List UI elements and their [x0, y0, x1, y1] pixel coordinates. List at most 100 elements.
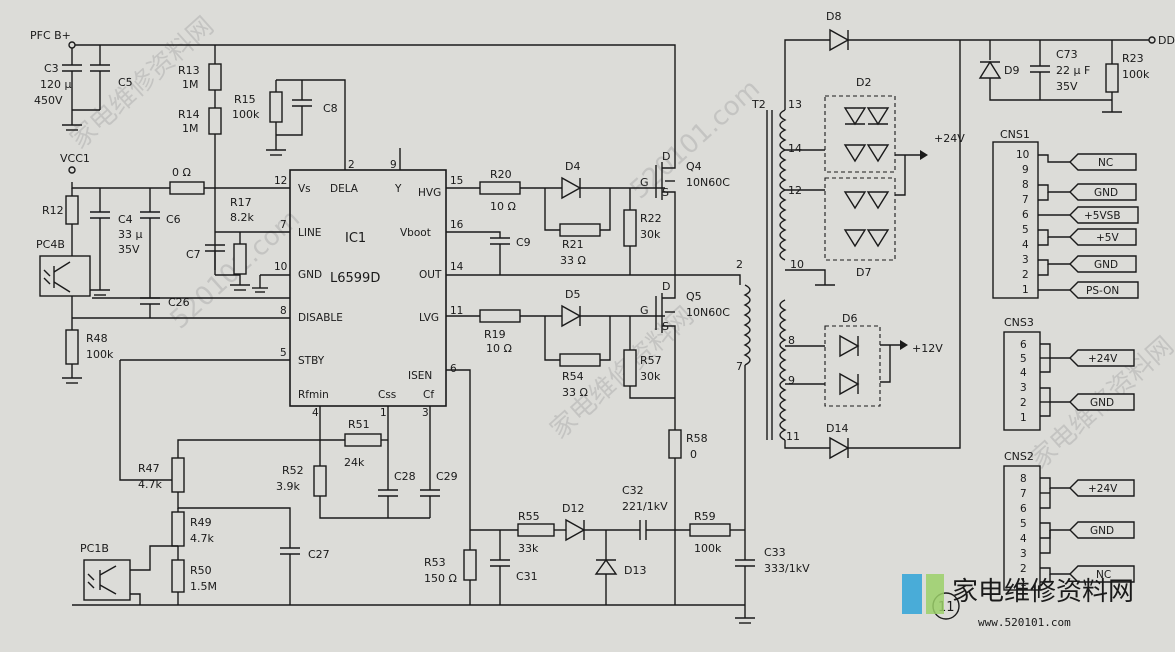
- r48-resistor: [62, 329, 82, 384]
- r55-value: 33k: [518, 542, 539, 555]
- label-24v: +24V: [934, 132, 965, 145]
- q5-mosfet: [655, 275, 676, 430]
- arrow-12v: [900, 340, 908, 350]
- cns1-pin: 8: [1022, 179, 1029, 191]
- pin-number: 16: [450, 219, 464, 231]
- ic-pin-isen: ISEN: [408, 370, 432, 382]
- r58-value: 0: [690, 448, 697, 461]
- r23-value: 100k: [1122, 68, 1150, 81]
- r23-label: R23: [1122, 52, 1144, 65]
- r50-label: R50: [190, 564, 212, 577]
- cns2-pin: 5: [1020, 518, 1027, 530]
- r19-label: R19: [484, 328, 506, 341]
- signal-tag: [1069, 565, 1135, 583]
- d5-label: D5: [565, 288, 580, 301]
- d2-label: D2: [856, 76, 871, 89]
- c3-label: C3: [44, 62, 59, 75]
- ic-left-pin-stubs: [119, 274, 290, 481]
- signal-tag: [1069, 393, 1135, 411]
- r20-label: R20: [490, 168, 512, 181]
- q4-gate-label: G: [640, 176, 649, 189]
- cns3-pin: 6: [1020, 339, 1027, 351]
- q4-mosfet: [655, 150, 676, 275]
- c26-label: C26: [168, 296, 190, 309]
- cns1-body: [992, 141, 1039, 299]
- ic-pin-dela: DELA: [330, 183, 359, 195]
- c4-voltage: 35V: [118, 243, 140, 256]
- cns3-body: [1003, 331, 1041, 431]
- ic-pin-out: OUT: [419, 269, 442, 281]
- pin-number: 1: [380, 407, 387, 419]
- ic1-label: IC1: [345, 231, 366, 246]
- cns1-pin: 6: [1022, 209, 1029, 221]
- r55-label: R55: [518, 510, 540, 523]
- d6-label: D6: [842, 312, 857, 325]
- cns1-pin: 10: [1016, 149, 1029, 161]
- r20-value: 10 Ω: [490, 200, 516, 213]
- cns1-title: CNS1: [1000, 128, 1030, 141]
- ic-pin-vboot: Vboot: [400, 227, 431, 239]
- r22-value: 30k: [640, 228, 661, 241]
- r54-label: R54: [562, 370, 584, 383]
- pin-number: 11: [450, 305, 463, 317]
- cns1-pin-numbers: 10 9 8 7 6 5 4 3 2 1: [1016, 149, 1029, 296]
- c3-capacitor: [62, 64, 82, 125]
- q4-label: Q4: [686, 160, 702, 173]
- cns2-pin: 6: [1020, 503, 1027, 515]
- signal-tag-text: GND: [1090, 525, 1114, 537]
- pin-number: 12: [274, 175, 287, 187]
- d13-label: D13: [624, 564, 646, 577]
- c4-value: 33 μ: [118, 228, 143, 241]
- cns1-wiring: [1038, 154, 1070, 291]
- signal-tag-text: +24V: [1088, 483, 1118, 495]
- c73-value: 22 μ F: [1056, 64, 1090, 77]
- r48-value: 100k: [86, 348, 114, 361]
- r15-label: R15: [234, 93, 256, 106]
- t2-pin: 11: [786, 430, 800, 443]
- d4-label: D4: [565, 160, 580, 173]
- c73-voltage: 35V: [1056, 80, 1078, 93]
- signal-tag: [1069, 153, 1137, 171]
- r58-label: R58: [686, 432, 708, 445]
- ic1-chip: [289, 148, 447, 420]
- r53-label: R53: [424, 556, 446, 569]
- pin-number: 9: [390, 159, 397, 171]
- r50-value: 1.5M: [190, 580, 217, 593]
- c7-label: C7: [186, 248, 201, 261]
- r14-resistor: [208, 107, 222, 270]
- label-12v: +12V: [912, 342, 943, 355]
- r59-label: R59: [694, 510, 716, 523]
- cns2-body: [1003, 465, 1041, 591]
- r52-value: 3.9k: [276, 480, 300, 493]
- secondary-wiring: [784, 28, 1150, 460]
- r59-value: 100k: [694, 542, 722, 555]
- r13-label: R13: [178, 64, 200, 77]
- q5-label: Q5: [686, 290, 702, 303]
- pc4b-optocoupler: [39, 250, 91, 330]
- cns2-pin: 3: [1020, 548, 1027, 560]
- cns3-title: CNS3: [1004, 316, 1034, 329]
- ic-pin-line: LINE: [298, 227, 321, 239]
- cns3-pin: 4: [1020, 367, 1027, 379]
- c27-label: C27: [308, 548, 330, 561]
- signal-tag: [1069, 255, 1137, 273]
- cns2-pin-numbers: 8 7 6 5 4 3 2 1: [1020, 473, 1027, 589]
- zero-ohm-resistor: [169, 181, 205, 195]
- signal-tag-text: PS-ON: [1086, 285, 1119, 297]
- ic-pin-gnd: GND: [298, 269, 322, 281]
- r48-label: R48: [86, 332, 108, 345]
- cns3-signal-tags: +24V GND: [1069, 349, 1135, 411]
- c28-label: C28: [394, 470, 416, 483]
- cns1-pin: 5: [1022, 224, 1029, 236]
- d7-diode-pack: [824, 177, 896, 261]
- cns3-pin-numbers: 6 5 4 3 2 1: [1020, 339, 1027, 424]
- c33-label: C33: [764, 546, 786, 559]
- t2-pin: 13: [788, 98, 802, 111]
- rail-label-pfc: PFC B+: [30, 29, 71, 42]
- ground-symbol: [62, 124, 82, 131]
- pin-number: 14: [450, 261, 464, 273]
- cns1-pin: 4: [1022, 239, 1029, 251]
- r21-value: 33 Ω: [560, 254, 586, 267]
- d14-label: D14: [826, 422, 848, 435]
